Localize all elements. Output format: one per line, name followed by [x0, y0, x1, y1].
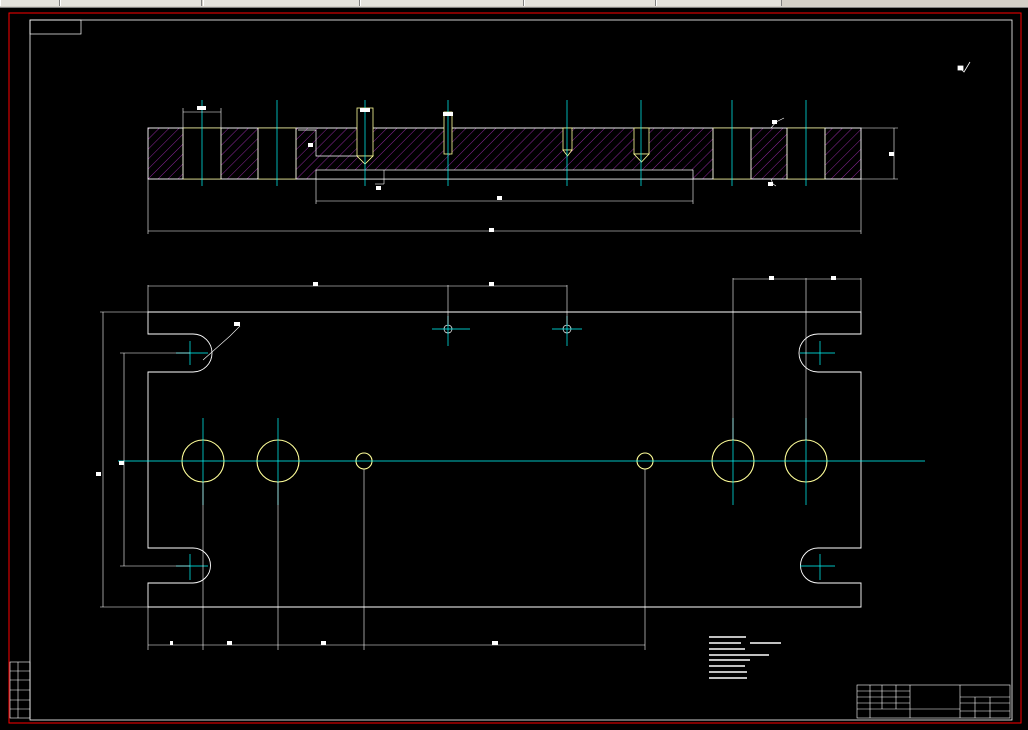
technical-notes-block [709, 636, 781, 679]
document-tab[interactable] [656, 0, 782, 6]
revision-table [9, 661, 31, 719]
document-tab[interactable] [360, 0, 524, 6]
document-tab-bar [0, 0, 1028, 8]
plan-view [96, 276, 925, 650]
cad-drawing-canvas[interactable] [0, 8, 1028, 730]
surface-roughness-symbol [957, 61, 971, 73]
title-block [856, 684, 1011, 719]
sheet-inner-frame [29, 19, 1013, 721]
document-tab[interactable] [203, 0, 360, 6]
document-tab[interactable] [524, 0, 656, 6]
sheet-outer-frame [8, 12, 1022, 724]
document-tab[interactable] [0, 0, 60, 6]
drawing-number-box [29, 19, 82, 35]
section-view [147, 100, 898, 234]
document-tab[interactable] [60, 0, 202, 6]
